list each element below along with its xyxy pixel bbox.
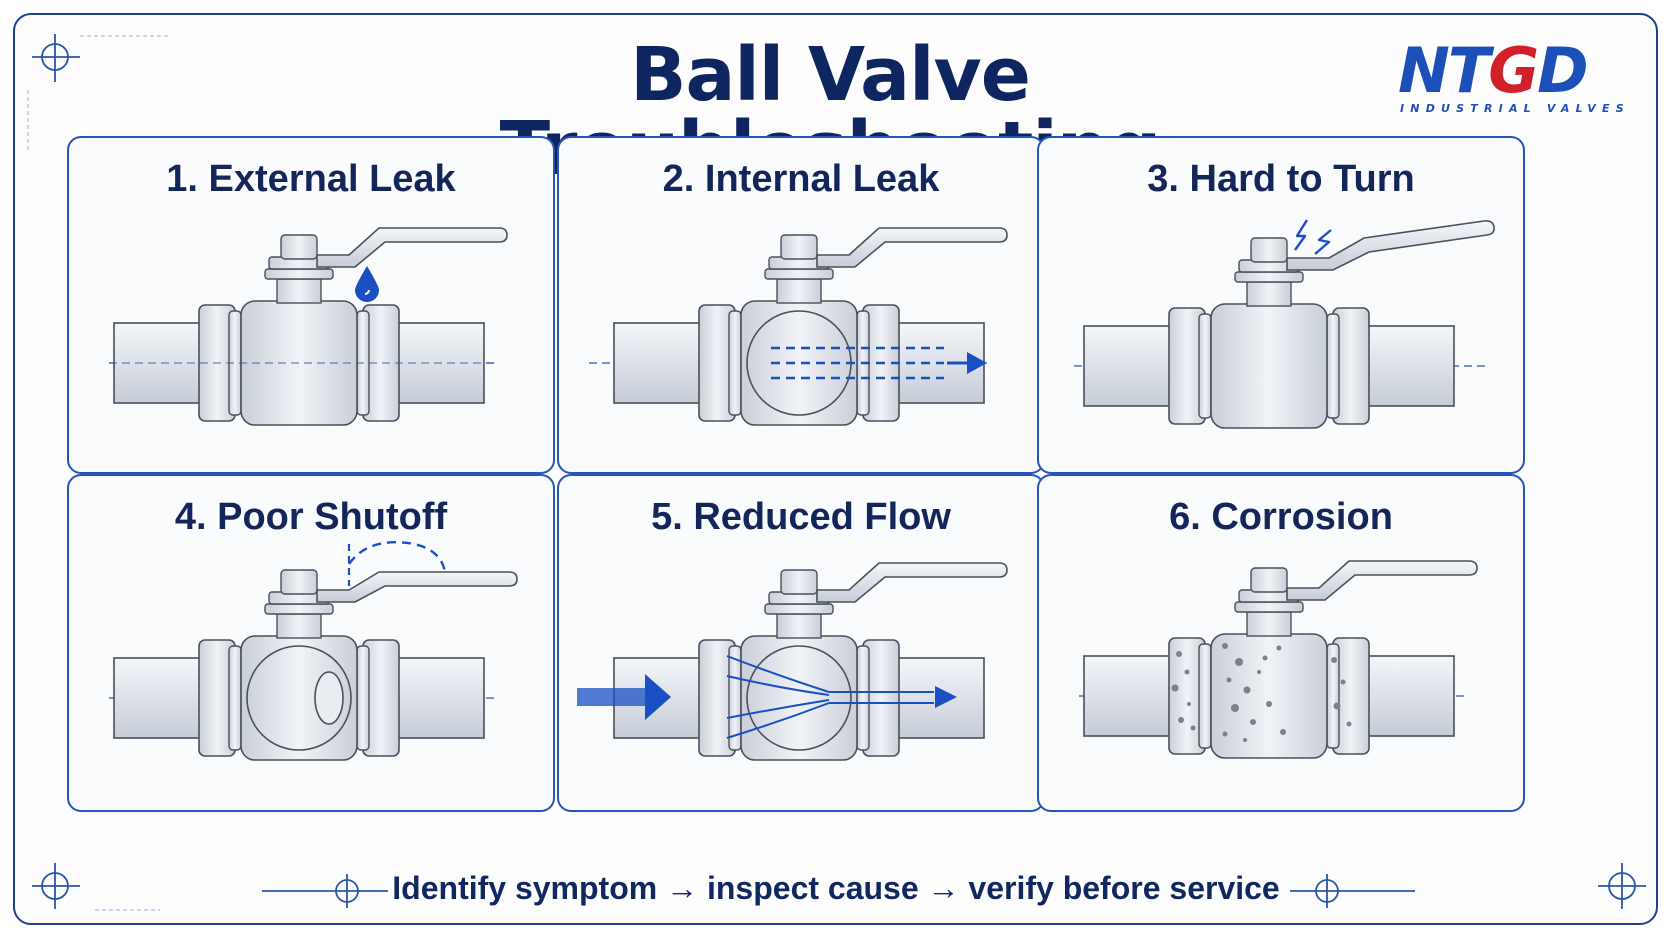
- panel-title: 3. Hard to Turn: [1147, 158, 1415, 200]
- crosshair-icon: [1598, 863, 1646, 909]
- corrosion-spots-icon: [1171, 643, 1352, 742]
- panel-poor-shutoff: 4. Poor Shutoff: [67, 474, 555, 812]
- handle-travel-arc-icon: [348, 541, 447, 573]
- panel-title: 6. Corrosion: [1169, 496, 1393, 538]
- flow-arrow-icon: [577, 655, 957, 739]
- panel-title: 1. External Leak: [166, 158, 456, 200]
- crosshair-icon: [32, 34, 80, 82]
- valve-illustration: [589, 227, 1008, 426]
- logo-subtitle: INDUSTRIAL VALVES: [1400, 102, 1630, 115]
- valve-illustration: [109, 541, 518, 761]
- brand-logo: NTGD INDUSTRIAL VALVES: [1398, 40, 1628, 120]
- water-drop-icon: [355, 266, 379, 302]
- valve-illustration: [1074, 219, 1495, 429]
- valve-illustration: [1079, 560, 1478, 759]
- strain-lightning-icon: [1294, 219, 1332, 255]
- valve-illustration: [109, 227, 508, 426]
- footer-process-steps: Identify symptom → inspect cause → verif…: [392, 870, 1280, 906]
- panel-reduced-flow: 5. Reduced Flow: [557, 474, 1045, 812]
- logo-wordmark: NTGD: [1398, 34, 1589, 107]
- panel-title: 5. Reduced Flow: [651, 496, 951, 538]
- crosshair-icon: [1290, 874, 1415, 908]
- panel-internal-leak: 2. Internal Leak: [557, 136, 1045, 474]
- panel-corrosion: 6. Corrosion: [1037, 474, 1525, 812]
- crosshair-icon: [32, 863, 80, 909]
- panel-title: 4. Poor Shutoff: [174, 496, 448, 538]
- valve-illustration: [577, 562, 1008, 761]
- crosshair-icon: [262, 874, 388, 908]
- panel-title: 2. Internal Leak: [662, 158, 940, 200]
- panel-hard-to-turn: 3. Hard to Turn: [1037, 136, 1525, 474]
- panel-external-leak: 1. External Leak: [67, 136, 555, 474]
